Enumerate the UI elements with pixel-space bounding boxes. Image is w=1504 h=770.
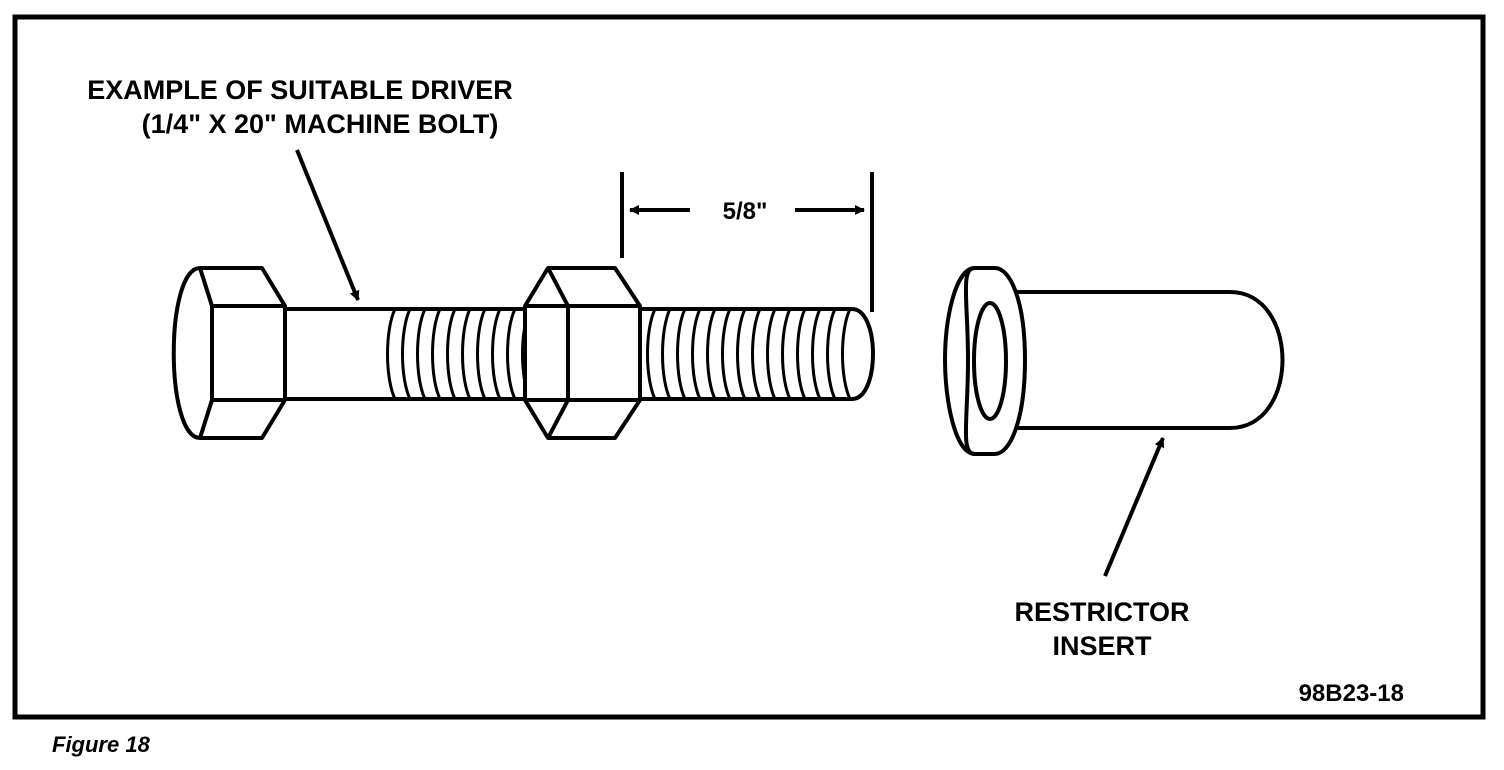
dimension-label: 5/8" — [723, 198, 768, 225]
bolt-threads-right — [646, 308, 852, 400]
figure-code: 98B23-18 — [1299, 680, 1404, 707]
bolt-head — [171, 266, 287, 440]
insert-leader-arrow — [1103, 437, 1165, 577]
insert-body — [1008, 290, 1285, 430]
driver-label-line1: EXAMPLE OF SUITABLE DRIVER — [87, 75, 513, 105]
driver-leader-arrow — [295, 149, 360, 301]
bolt-shank — [283, 307, 547, 401]
insert-label-line1: RESTRICTOR — [1014, 597, 1189, 627]
figure-border — [12, 14, 1486, 720]
bolt-threads-left — [386, 308, 532, 400]
restrictor-insert — [942, 266, 1285, 456]
driver-label-line2: (1/4" X 20" MACHINE BOLT) — [142, 109, 499, 139]
machine-bolt — [171, 266, 875, 440]
insert-label-line2: INSERT — [1052, 631, 1152, 661]
hex-nut — [523, 266, 642, 440]
figure-caption: Figure 18 — [52, 732, 150, 757]
dimension-marker — [620, 172, 874, 312]
